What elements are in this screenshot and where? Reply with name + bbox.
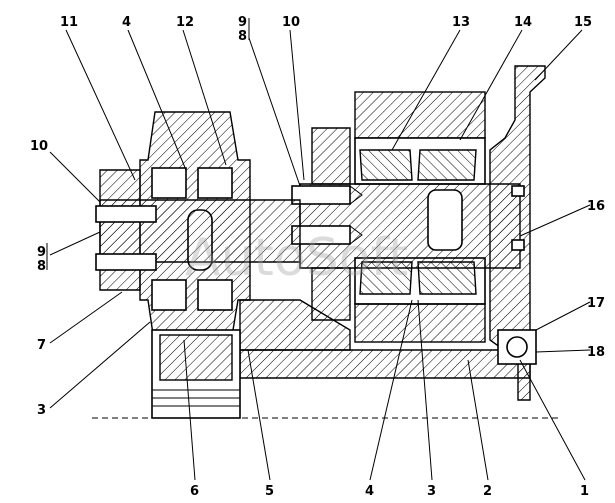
left-bolt-bottom: [95, 253, 157, 271]
watermark-text: AutoSoft: [185, 228, 408, 288]
shaft-flange-top: [311, 127, 351, 185]
roller-top-left: [359, 149, 413, 181]
shaft-plug-bottom: [511, 239, 525, 251]
callout-4-top: 4: [122, 15, 131, 30]
callout-10-left: 10: [30, 139, 48, 154]
left-bolt-top: [95, 205, 157, 223]
small-bearing-housing: [497, 329, 537, 365]
callout-2: 2: [483, 484, 492, 499]
shaft-plug-top: [511, 185, 525, 197]
callout-3-left: 3: [37, 403, 46, 418]
left-flange: [99, 169, 141, 291]
bolt-top-tip: [349, 185, 363, 205]
callout-10-top: 10: [282, 15, 300, 30]
needle-bearing-tl: [151, 167, 187, 199]
callout-1: 1: [580, 484, 589, 499]
callout-3-bottom: 3: [427, 484, 436, 499]
shaft-bore: [427, 189, 463, 251]
callout-17: 17: [587, 296, 605, 311]
needle-bearing-bl: [151, 279, 187, 311]
callout-5: 5: [265, 484, 274, 499]
bearing-cage-bottom: [354, 303, 486, 343]
callout-6: 6: [190, 484, 199, 499]
callout-4-bottom: 4: [365, 484, 374, 499]
needle-bearing-tr: [197, 167, 233, 199]
small-bearing-ball: [506, 336, 528, 358]
shaft-flange-bottom: [311, 267, 351, 321]
callout-16: 16: [587, 199, 605, 214]
callout-9-top: 9: [238, 15, 247, 30]
roller-top-right: [417, 149, 477, 181]
callout-9-left: 9: [37, 245, 46, 260]
callout-13: 13: [452, 15, 470, 30]
needle-bearing-br: [197, 279, 233, 311]
bolt-middle-tip: [349, 225, 363, 245]
callout-11: 11: [60, 15, 78, 30]
callout-7: 7: [37, 338, 46, 353]
gear-6-teeth: [152, 389, 240, 407]
callout-15: 15: [574, 15, 592, 30]
callout-8-top: 8: [238, 29, 247, 44]
callout-8-left: 8: [37, 259, 46, 274]
gear-6-web: [159, 334, 233, 381]
base-part-2: [239, 349, 531, 379]
leader-lines: [46, 18, 591, 481]
callout-14: 14: [514, 15, 532, 30]
callout-18: 18: [587, 345, 605, 360]
callout-12: 12: [176, 15, 194, 30]
bolt-top: [291, 185, 351, 205]
